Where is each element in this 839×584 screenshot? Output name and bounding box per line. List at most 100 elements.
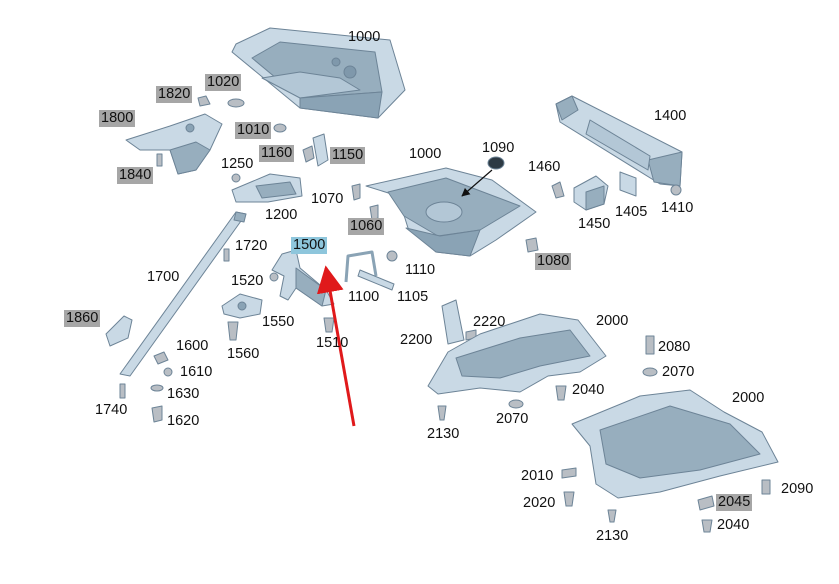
part-1105-strip [357,269,395,291]
label-2010: 2010 [521,468,554,484]
part-2200-bracket [441,299,465,345]
part-1510-bolt [323,317,335,333]
part-1610-nut [163,367,173,377]
label-1020: 1020 [205,74,242,91]
part-1700-strut [119,211,247,377]
part-1550-plate [221,293,263,319]
part-1460-bolt [551,181,565,199]
part-2070b-nut [508,399,524,409]
highlight-arrow [316,265,356,427]
part-1410-nut [670,184,682,196]
part-1110-nut [386,250,398,262]
label-1510: 1510 [316,335,349,351]
part-1720-bolt [223,248,230,262]
part-1500-bracket [271,249,335,307]
label-2130-bottom: 2130 [596,528,629,544]
label-1820: 1820 [156,86,193,103]
label-1080: 1080 [535,253,572,270]
part-1450-mount [573,175,609,211]
label-1630: 1630 [167,386,200,402]
label-1200: 1200 [265,207,298,223]
label-2040-lower: 2040 [717,517,750,533]
part-2040b-bolt [701,519,713,533]
label-2130-left: 2130 [427,426,460,442]
part-1840-bolt [156,153,163,167]
label-1840: 1840 [117,167,154,184]
part-2000-lower-panel [571,389,779,499]
part-1200-cover [231,173,303,203]
part-2080-bolt [645,335,655,355]
part-1800-bracket [125,113,223,175]
label-1450: 1450 [578,216,611,232]
part-1000-lower-tub [365,167,537,257]
label-2045: 2045 [716,494,753,511]
label-1460: 1460 [528,159,561,175]
part-1000-upper-tub [231,27,406,119]
label-1800: 1800 [99,110,136,127]
label-1090: 1090 [482,140,515,156]
label-1110: 1110 [405,262,436,278]
part-2090-bolt [761,479,771,495]
part-1100-hoop [344,250,378,283]
label-1000-lower: 1000 [409,146,442,162]
part-1620-bolt [151,405,163,423]
part-1080-nut [525,237,539,253]
label-2070-right: 2070 [662,364,695,380]
label-1400: 1400 [654,108,687,124]
part-2000-upper-panel [427,313,607,395]
label-2000-lower: 2000 [732,390,765,406]
label-1550: 1550 [262,314,295,330]
label-1410: 1410 [661,200,694,216]
label-1250: 1250 [221,156,254,172]
part-1020-grommet [227,98,245,108]
part-1150-bracket [312,133,329,167]
part-1400-crossmember [555,95,683,187]
label-1520: 1520 [231,273,264,289]
part-2010-clip [561,467,577,479]
part-2045-clip [697,495,715,511]
label-1860: 1860 [64,310,101,327]
label-2200: 2200 [400,332,433,348]
part-2020-bolt [563,491,575,507]
part-1070-bolt [351,183,361,201]
part-1090-plug [487,156,505,170]
part-1520-nut [269,272,279,282]
part-2130b-bolt [607,509,617,523]
label-2000-upper: 2000 [596,313,629,329]
part-2070a-nut [642,367,658,377]
part-1740-bolt [119,383,126,399]
part-2040a-bolt [555,385,567,401]
label-1700: 1700 [147,269,180,285]
label-1600: 1600 [176,338,209,354]
part-1820-clip [197,95,211,107]
label-1740: 1740 [95,402,128,418]
label-1000-upper: 1000 [348,29,381,45]
label-2220: 2220 [473,314,506,330]
label-1610: 1610 [180,364,213,380]
label-2040-upper: 2040 [572,382,605,398]
label-1560: 1560 [227,346,260,362]
leader-line-1090 [461,169,493,197]
label-1500-highlighted: 1500 [291,237,328,254]
label-2090: 2090 [781,481,814,497]
label-2070-center: 2070 [496,411,529,427]
part-1010-cap [273,123,287,133]
part-1630-washer [150,384,164,392]
part-1405-bracket [619,171,637,197]
part-1160-bolt [302,145,315,163]
label-2080: 2080 [658,339,691,355]
part-1560-bolt [227,321,239,341]
part-2130a-bolt [437,405,447,421]
label-1105: 1105 [397,289,429,305]
label-1160: 1160 [259,145,295,162]
label-2020: 2020 [523,495,556,511]
label-1720: 1720 [235,238,268,254]
part-1860-pad [105,315,133,347]
label-1620: 1620 [167,413,200,429]
part-1600-clip [153,351,169,365]
label-1405: 1405 [615,204,648,220]
label-1100: 1100 [348,289,380,305]
label-1150: 1150 [330,147,366,164]
